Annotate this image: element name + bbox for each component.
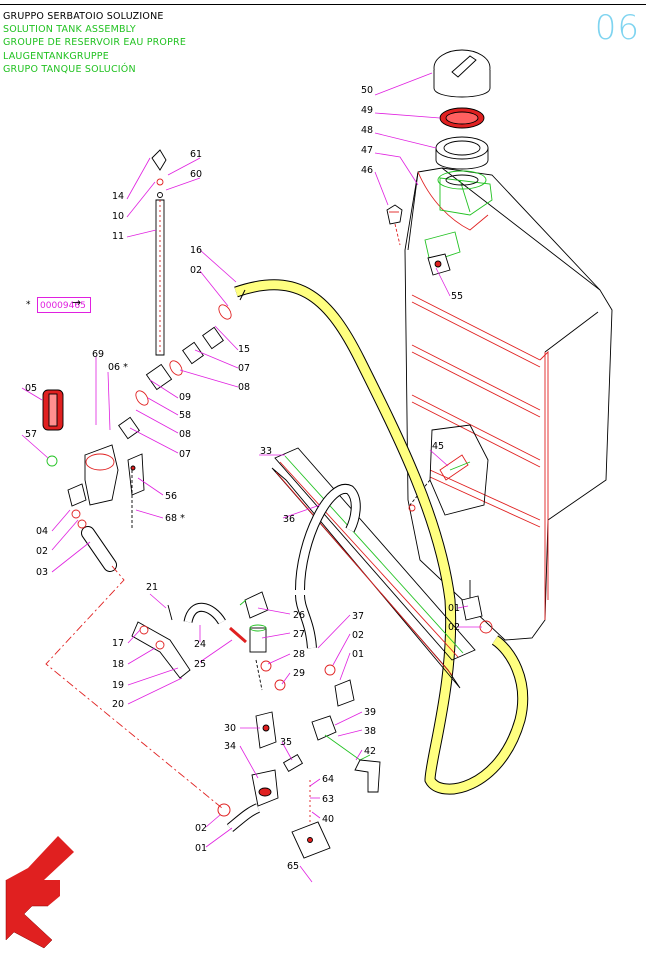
callout-04: 04	[36, 526, 48, 537]
callout-33: 33	[260, 446, 272, 457]
callout-26: 26	[293, 610, 305, 621]
tank-outlet	[461, 580, 493, 634]
title-spanish: GRUPO TANQUE SOLUCIÓN	[3, 63, 136, 75]
callout-65: 65	[287, 861, 299, 872]
title-french: GROUPE DE RESERVOIR EAU PROPRE	[3, 37, 187, 49]
callout-02-top: 02	[190, 265, 202, 276]
pipe-route-dashed	[45, 565, 223, 809]
callout-24: 24	[194, 639, 206, 650]
tank-fitting-55	[427, 253, 451, 276]
back-arrow-icon[interactable]	[4, 828, 74, 949]
callout-21: 21	[146, 582, 158, 593]
callout-56: 56	[165, 491, 177, 502]
leader-lines	[21, 72, 482, 883]
callout-07-mid: 07	[179, 449, 191, 460]
return-hose-36	[295, 484, 361, 649]
callout-17: 17	[112, 638, 124, 649]
title-german: LAUGENTANKGRUPPE	[3, 50, 109, 62]
right-arrow-icon: →	[72, 296, 82, 309]
callout-45: 45	[432, 441, 444, 452]
callout-02-mid: 02	[352, 630, 364, 641]
callout-07-top: 07	[238, 363, 250, 374]
callout-25: 25	[194, 659, 206, 670]
page-number: 06	[594, 8, 640, 48]
outlet-fittings	[311, 664, 381, 793]
callout-19: 19	[112, 680, 124, 691]
hose-24	[183, 602, 226, 625]
solution-tank	[404, 167, 613, 641]
callout-20: 20	[112, 699, 124, 710]
callout-02-right: 02	[448, 622, 460, 633]
level-rod	[151, 149, 167, 356]
callout-61: 61	[190, 149, 202, 160]
callout-50: 50	[361, 85, 373, 96]
callout-02-left: 02	[36, 546, 48, 557]
callout-55: 55	[451, 291, 463, 302]
main-hose-16	[234, 279, 529, 795]
callout-14: 14	[112, 191, 124, 202]
callout-30: 30	[224, 723, 236, 734]
callout-11: 11	[112, 231, 124, 242]
callout-01-bottom: 01	[195, 843, 207, 854]
callout-64: 64	[322, 774, 334, 785]
solenoid-valve	[251, 711, 304, 807]
mounting-rail	[271, 447, 476, 689]
callout-49: 49	[361, 105, 373, 116]
callout-15: 15	[238, 344, 250, 355]
callout-69: 69	[92, 349, 104, 360]
callout-10: 10	[112, 211, 124, 222]
pump-group	[229, 591, 286, 691]
callout-57: 57	[25, 429, 37, 440]
title-italian: GRUPPO SERBATOIO SOLUZIONE	[3, 11, 164, 22]
callout-37: 37	[352, 611, 364, 622]
callout-40: 40	[322, 814, 334, 825]
callout-18: 18	[112, 659, 124, 670]
code-marker: *	[26, 300, 31, 310]
header-rule	[0, 4, 646, 5]
filter-cartridge	[42, 389, 119, 529]
callout-48: 48	[361, 125, 373, 136]
callout-01-mid: 01	[352, 649, 364, 660]
title-english: SOLUTION TANK ASSEMBLY	[3, 24, 136, 36]
callout-35: 35	[280, 737, 292, 748]
callout-28: 28	[293, 649, 305, 660]
bracket-40	[291, 780, 331, 859]
callout-68: 68 *	[165, 513, 185, 524]
valve-assembly	[131, 604, 191, 679]
callout-47: 47	[361, 145, 373, 156]
callout-36: 36	[283, 514, 295, 525]
fitting-chain	[118, 304, 232, 528]
callout-08-mid: 08	[179, 429, 191, 440]
callout-60: 60	[190, 169, 202, 180]
callout-05: 05	[25, 383, 37, 394]
part-code-box: 00009465	[37, 297, 91, 313]
callout-06: 06 *	[108, 362, 128, 373]
callout-34: 34	[224, 741, 236, 752]
callout-03: 03	[36, 567, 48, 578]
callout-16: 16	[190, 245, 202, 256]
callout-labels: 50 49 48 47 46 55 61 60 14 10 11 16 02 1…	[25, 85, 463, 872]
drain-plug	[386, 204, 403, 246]
callout-27: 27	[293, 629, 305, 640]
callout-63: 63	[322, 794, 334, 805]
callout-39: 39	[364, 707, 376, 718]
callout-01-right: 01	[448, 603, 460, 614]
callout-38: 38	[364, 726, 376, 737]
callout-08-top: 08	[238, 382, 250, 393]
callout-29: 29	[293, 668, 305, 679]
title-block: GRUPPO SERBATOIO SOLUZIONE SOLUTION TANK…	[3, 10, 186, 76]
callout-42: 42	[364, 746, 376, 757]
callout-46: 46	[361, 165, 373, 176]
callout-58: 58	[179, 410, 191, 421]
inlet-hose-03	[81, 526, 117, 572]
hose-elbow-bottom	[217, 803, 261, 832]
tank-cap-stack	[433, 49, 491, 190]
callout-09: 09	[179, 392, 191, 403]
callout-02-bottom: 02	[195, 823, 207, 834]
